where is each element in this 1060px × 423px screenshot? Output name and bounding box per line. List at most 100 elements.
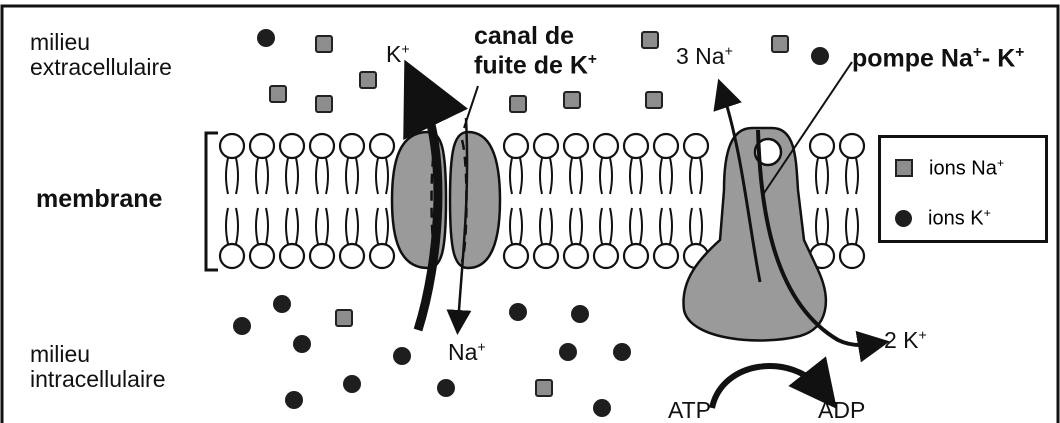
k-ion [293,335,311,353]
k-ion [393,347,411,365]
lipid-head [684,134,708,158]
k-ion-swatch-icon [895,210,912,227]
pump-label-sup1: + [973,44,982,61]
extracellular-line1: milieu [30,30,172,55]
leak-channel [392,132,500,268]
lipid-tail [816,208,828,244]
k-ion [233,317,251,335]
lipid-head [220,244,244,268]
lipid-tail [816,158,828,194]
k-ion [559,343,577,361]
lipid-tail [376,158,388,194]
lipid-tail [346,158,358,194]
k-top-label: K+ [386,42,410,67]
lipid-head [370,244,394,268]
k-ion [571,305,589,323]
legend-na-text: ions Na [929,157,997,179]
lipid-head [370,134,394,158]
leak-channel-label: canal de fuite de K+ [474,22,597,80]
na-ion-swatch-icon [895,159,913,177]
lipid-tail [600,158,612,194]
na-ion [336,310,352,326]
lipid-head [564,244,588,268]
extracellular-label: milieu extracellulaire [30,30,172,81]
lipid-tail [256,158,268,194]
two-k-text: 2 K [884,327,919,353]
lipid-head [504,134,528,158]
k-top-sup: + [401,41,409,57]
lipid-head [220,134,244,158]
lipid-head [810,134,834,158]
lipid-tail [660,208,672,244]
na-bottom-text: Na [448,339,477,365]
lipid-tail [316,208,328,244]
k-top-text: K [386,41,401,67]
k-ion [613,343,631,361]
lipid-tail [540,158,552,194]
lipid-tail [570,208,582,244]
k-ion [273,295,291,313]
legend-na-sup: + [997,156,1004,170]
lipid-tail [286,158,298,194]
lipid-tail [226,158,238,194]
lipid-head [310,134,334,158]
na-ion [536,380,552,396]
lipid-head [594,134,618,158]
na-ion [772,36,788,52]
lipid-tail [690,208,702,244]
legend-k-sup: + [984,206,991,220]
lipid-tail [286,208,298,244]
leak-channel-sup: + [588,51,597,68]
lipid-head [840,134,864,158]
pump-label-mid: - K [982,44,1015,72]
na-ion [642,32,658,48]
lipid-tail [256,208,268,244]
lipid-head [624,134,648,158]
adp-label: ADP [818,398,865,423]
na-ion [360,72,376,88]
lipid-tail [846,208,858,244]
lipid-head [340,134,364,158]
lipid-head [564,134,588,158]
na-ion [270,86,286,102]
legend-box: ions Na+ ions K+ [878,135,1048,243]
lipid-tail [510,208,522,244]
leak-channel-line2-text: fuite de K [474,51,588,79]
three-na-text: 3 Na [676,43,725,69]
lipid-tail [376,208,388,244]
k-ion [285,391,303,409]
lipid-tail [690,158,702,194]
lipid-tail [346,208,358,244]
lipid-head [250,134,274,158]
na-ion [564,92,580,108]
lipid-tail [316,158,328,194]
intracellular-label: milieu intracellulaire [30,342,166,393]
lipid-head [534,244,558,268]
atp-adp-arrow [712,366,822,408]
legend-na-label: ions Na+ [929,156,1004,180]
leak-channel-pointer [464,86,478,128]
k-ion [593,399,611,417]
legend-k-text: ions K [928,207,984,229]
lipid-head [624,244,648,268]
intracellular-line1: milieu [30,342,166,367]
na-bottom-sup: + [477,339,485,355]
lipid-tail [540,208,552,244]
legend-row-na: ions Na+ [895,156,1004,180]
lipid-tail [846,158,858,194]
lipid-head [280,244,304,268]
lipid-head [534,134,558,158]
lipid-head [504,244,528,268]
two-k-sup: + [919,327,927,343]
three-na-label: 3 Na+ [676,44,733,69]
lipid-head [654,244,678,268]
lipid-tail [630,208,642,244]
three-na-sup: + [725,43,733,59]
k-ion [257,29,275,47]
k-ion [343,375,361,393]
lipid-head [340,244,364,268]
lipid-tail [510,158,522,194]
pump-label-sup2: + [1015,44,1024,61]
two-k-label: 2 K+ [884,328,927,353]
